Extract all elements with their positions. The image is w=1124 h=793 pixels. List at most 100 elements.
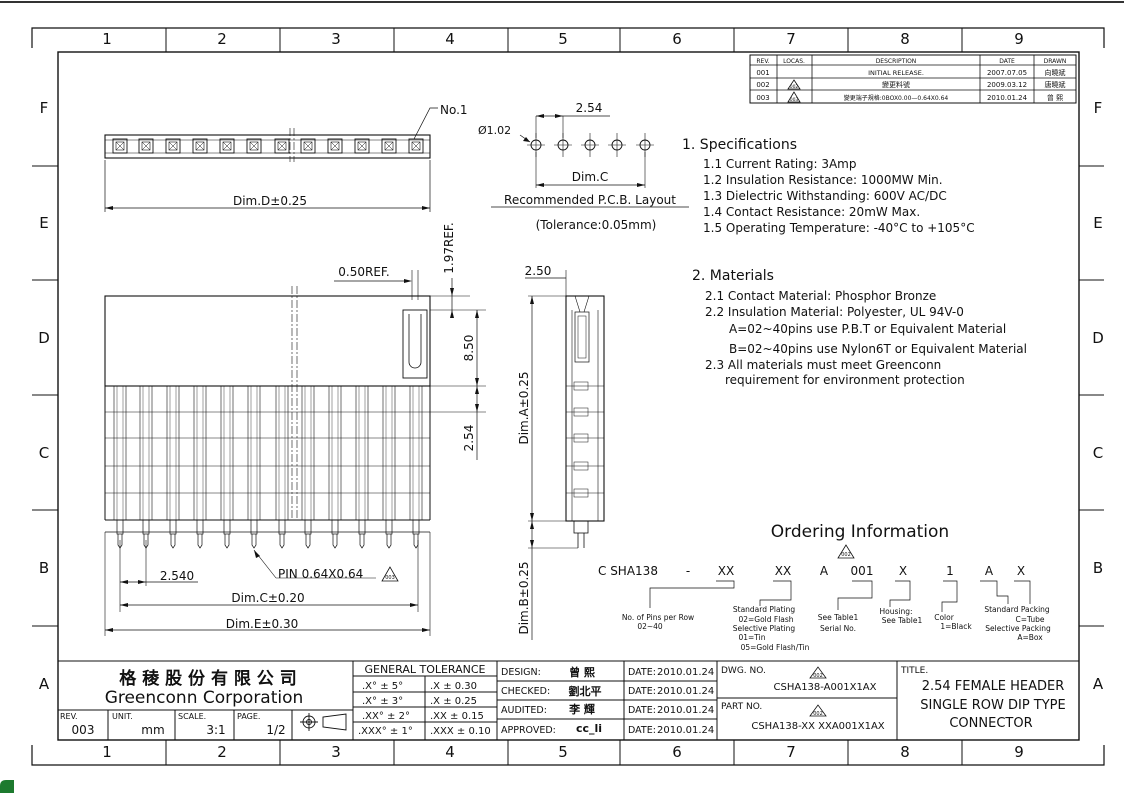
order-part: A bbox=[820, 564, 829, 578]
side-rib-box bbox=[573, 381, 589, 391]
zone-row-label: E bbox=[1093, 214, 1102, 232]
order-note-packing: C=Tube bbox=[1015, 615, 1044, 624]
role-name: 李 輝 bbox=[568, 702, 595, 716]
material-item: 2.2 Insulation Material: Polyester, UL 9… bbox=[705, 305, 964, 319]
zone-row-label: A bbox=[1093, 675, 1104, 693]
role-name: 劉北平 bbox=[569, 684, 602, 698]
unit-value: mm bbox=[141, 723, 164, 737]
pin-cross bbox=[411, 141, 421, 151]
pin-square bbox=[354, 138, 370, 154]
pin-cross bbox=[222, 141, 232, 151]
company-name-cn: 格 稜 股 份 有 限 公 司 bbox=[119, 668, 296, 689]
zone-column-label: 5 bbox=[558, 30, 568, 48]
pin-tail bbox=[413, 534, 419, 549]
zone-column-label: 8 bbox=[900, 743, 910, 761]
zone-column-label: 2 bbox=[217, 30, 227, 48]
dim-a-label: Dim.A±0.25 bbox=[517, 371, 531, 444]
rev-header-loc: LOCAS. bbox=[783, 58, 805, 65]
pin-cross bbox=[384, 141, 394, 151]
tolerance-linear: .XXX ± 0.10 bbox=[430, 726, 491, 737]
rev-row2-desc: 變更料號 bbox=[882, 80, 910, 89]
role-date-label: DATE: bbox=[628, 705, 656, 716]
order-note-housing: Housing: bbox=[879, 607, 912, 616]
tolerance-title: GENERAL TOLERANCE bbox=[364, 663, 485, 676]
pin-tail bbox=[279, 534, 285, 549]
side-rib-box bbox=[573, 433, 589, 443]
rev-row2-rev: 002 bbox=[756, 81, 769, 89]
unit-label: UNIT. bbox=[112, 712, 133, 721]
dim-250-label: 2.50 bbox=[525, 264, 552, 278]
pin-square-inner bbox=[222, 141, 232, 151]
role-label: CHECKED: bbox=[501, 686, 550, 697]
pin-tail bbox=[197, 534, 203, 549]
pin-cross bbox=[303, 141, 313, 151]
tolerance-angle: .X° ± 3° bbox=[362, 696, 403, 707]
zone-column-label: 6 bbox=[672, 30, 682, 48]
dim-850-label: 8.50 bbox=[462, 335, 476, 362]
side-rib-box bbox=[573, 488, 589, 498]
pin-tail bbox=[359, 534, 365, 549]
pin-square bbox=[165, 138, 181, 154]
order-note-table1: Serial No. bbox=[820, 624, 856, 633]
zone-row-label: D bbox=[1092, 329, 1104, 347]
rev-triangle-icon bbox=[787, 91, 801, 103]
order-note-color: Color bbox=[934, 613, 954, 622]
tolerance-linear: .XX ± 0.15 bbox=[430, 711, 484, 722]
pin-square-inner bbox=[195, 141, 205, 151]
dwg-no-value: CSHA138-A001X1AX bbox=[774, 682, 877, 693]
zone-column-label: 4 bbox=[445, 743, 455, 761]
pin-square-inner bbox=[330, 141, 340, 151]
pcb-dim-c-label: Dim.C bbox=[572, 170, 608, 184]
role-label: DESIGN: bbox=[501, 667, 541, 678]
side-rib-box bbox=[573, 407, 589, 417]
zone-row-label: D bbox=[38, 329, 50, 347]
rev-row1-drawn: 向曉斌 bbox=[1045, 68, 1066, 77]
rev-header-date: DATE bbox=[999, 58, 1015, 65]
order-note-plating: Selective Plating bbox=[733, 624, 796, 633]
pin-square bbox=[327, 138, 343, 154]
spec-item: 1.3 Dielectric Withstanding: 600V AC/DC bbox=[703, 189, 947, 203]
order-part: 1 bbox=[946, 564, 954, 578]
order-part: X bbox=[1017, 564, 1025, 578]
dim-d-label: Dim.D±0.25 bbox=[233, 194, 307, 208]
pin-square bbox=[219, 138, 235, 154]
dim-c-label: Dim.C±0.20 bbox=[231, 591, 304, 605]
company-name-en: Greenconn Corporation bbox=[105, 688, 304, 708]
order-note-color: 1=Black bbox=[940, 622, 972, 631]
dwg-rev-label: 002 bbox=[813, 673, 823, 679]
order-note-packing: Standard Packing bbox=[984, 605, 1050, 614]
zone-row-label: A bbox=[39, 675, 50, 693]
zone-column-label: 1 bbox=[102, 30, 112, 48]
pcb-layout-title: Recommended P.C.B. Layout bbox=[504, 193, 676, 207]
tolerance-angle: .X° ± 5° bbox=[362, 681, 403, 692]
pin-square-inner bbox=[277, 141, 287, 151]
role-date: 2010.01.24 bbox=[657, 725, 714, 736]
order-note-table1: See Table1 bbox=[818, 613, 859, 622]
ordering-rev-triangle-icon bbox=[837, 544, 855, 559]
material-item: requirement for environment protection bbox=[725, 373, 965, 387]
rev-row3-drawn: 曾 熙 bbox=[1047, 93, 1063, 102]
pin-square-inner bbox=[168, 141, 178, 151]
role-date: 2010.01.24 bbox=[657, 667, 714, 678]
rev-row3-loc: 003 bbox=[790, 97, 799, 103]
part-no-label: PART NO. bbox=[721, 702, 762, 712]
order-note-plating: 02=Gold Flash bbox=[738, 615, 793, 624]
pin-rev-triangle-icon bbox=[381, 566, 399, 582]
pcb-hole-label: Ø1.02 bbox=[478, 124, 511, 137]
rev-value: 003 bbox=[72, 723, 95, 737]
pin-cross bbox=[195, 141, 205, 151]
spec-item: 1.2 Insulation Resistance: 1000MW Min. bbox=[703, 173, 943, 187]
outer-frame bbox=[31, 27, 1105, 766]
green-corner-marker bbox=[0, 780, 14, 793]
role-label: APPROVED: bbox=[501, 725, 556, 736]
zone-row-label: E bbox=[39, 214, 48, 232]
role-name: 曾 熙 bbox=[569, 665, 595, 679]
order-note-packing: A=Box bbox=[1017, 633, 1043, 642]
order-part: A bbox=[985, 564, 994, 578]
order-note-plating: Standard Plating bbox=[733, 605, 795, 614]
order-note-housing: See Table1 bbox=[882, 616, 923, 625]
ref-050-label: 0.50REF. bbox=[338, 265, 389, 279]
dwg-no-label: DWG. NO. bbox=[721, 666, 766, 676]
